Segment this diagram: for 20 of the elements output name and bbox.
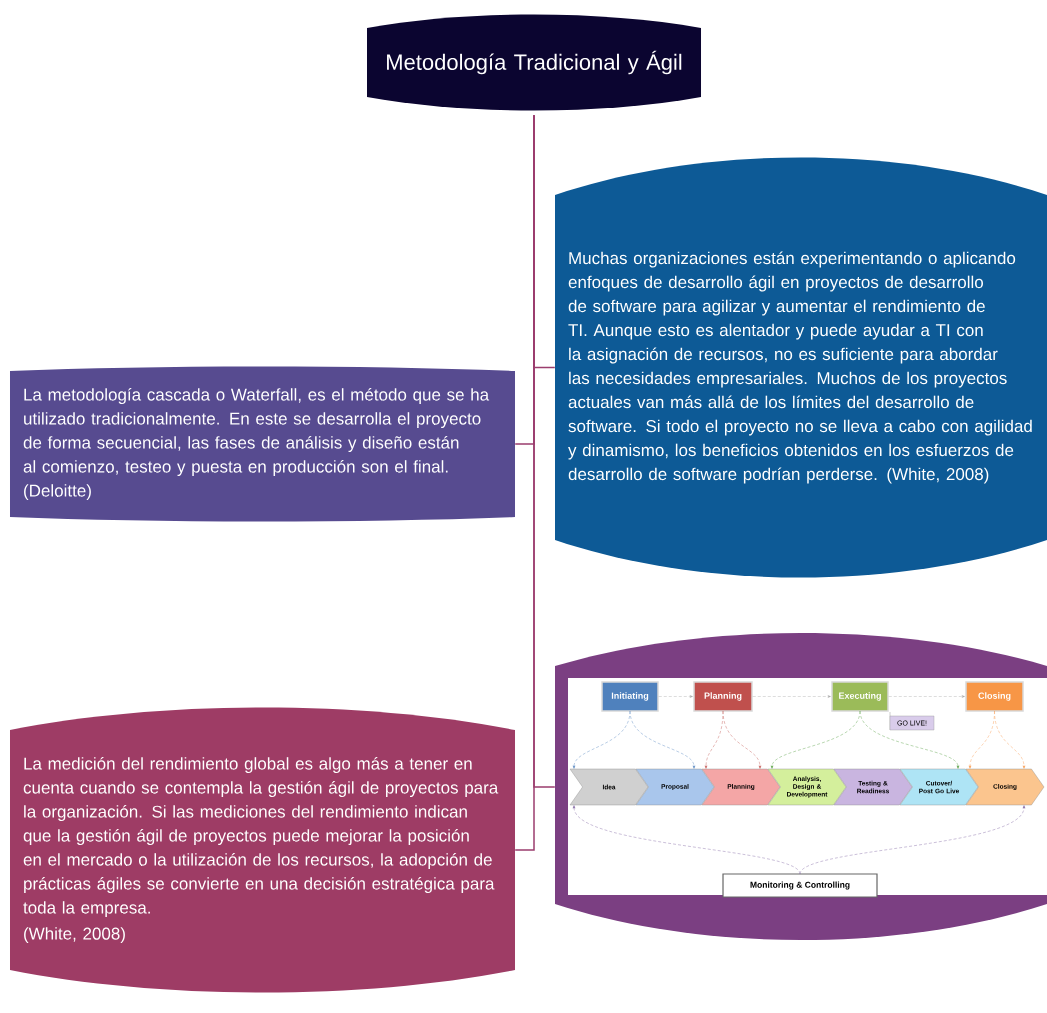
bracket-arrow	[770, 710, 861, 769]
phase-box: Planning	[693, 681, 753, 712]
phase-box: Initiating	[601, 681, 659, 712]
text-bubble: La metodología cascada o Waterfall, es el método que se ha utilizado tradicionalmente. En este se desarrolla el proyecto de forma secuencial, las fases de análisis y diseño están al comienzo, testeo y puesta en producción son el final. (Deloitte)	[10, 366, 515, 522]
title-box: Metodología Tradicional y Ágil	[367, 14, 701, 111]
phase-box: Closing	[965, 681, 1024, 712]
arrow	[752, 695, 831, 698]
arrow	[888, 695, 965, 698]
bracket-arrow	[799, 805, 1026, 875]
bracket-arrow	[629, 710, 696, 769]
monitoring-box: Monitoring & Controlling	[722, 873, 878, 898]
bracket-arrow	[572, 805, 801, 875]
bracket-arrow	[994, 710, 1026, 769]
bracket-arrow	[859, 710, 960, 769]
text-bubble: La medición del rendimiento global es algo más a tener en cuenta cuando se contempla la gestión ágil de proyectos para la organización. Si las mediciones del rendimiento indican que la gestión ágil de proyectos puede mejorar la posición en el mercado o la utilización de los recursos, la adopción de prácticas ágiles se convierte en una decisión estratégica para toda la empresa. (White, 2008)	[10, 707, 515, 993]
text-bubble: Muchas organizaciones están experimentando o aplicando enfoques de desarrollo ágil en proyectos de desarrollo de software para agilizar y aumentar el rendimiento de TI. Aunque esto es alentador y puede ayudar a TI con la asignación de recursos, no es suficiente para abordar las necesidades empresariales. Muchos de los proyectos actuales van más allá de los límites del desarrollo de software. Si todo el proyecto no se lleva a cabo con agilidad y dinamismo, los beneficios obtenidos en los esfuerzos de desarrollo de software podrían perderse. (White, 2008)	[555, 157, 1047, 578]
connector-line	[533, 114, 556, 788]
arrow	[658, 695, 693, 698]
phase-box: Executing	[831, 681, 889, 712]
bracket-arrow	[722, 710, 762, 769]
